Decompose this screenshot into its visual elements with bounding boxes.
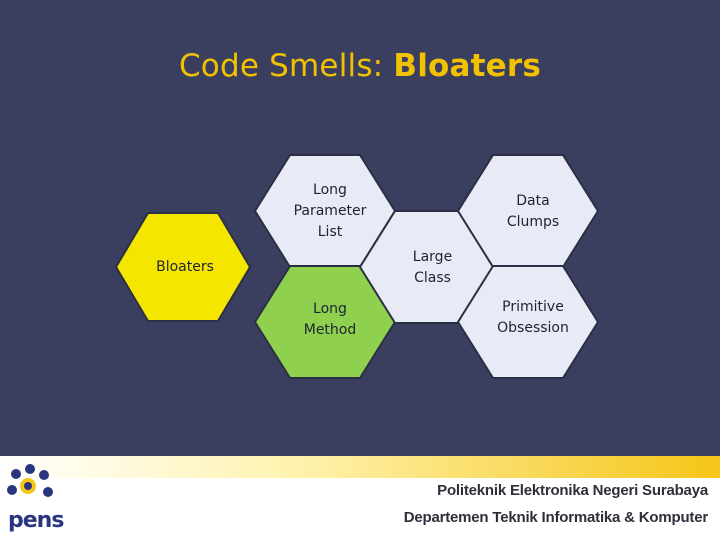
slide-title: Code Smells: Bloaters [178, 48, 542, 84]
department-name: Departemen Teknik Informatika & Komputer [403, 509, 708, 526]
hex-primitive-obsession-label: Primitive Obsession [497, 299, 569, 336]
hex-data-clumps-label: Data Clumps [506, 193, 560, 230]
pens-logo-icon [7, 464, 53, 497]
hex-large-class-label: Large Class [412, 249, 453, 286]
hex-bloaters [114, 212, 252, 322]
hex-long-method-label: Long Method [303, 301, 357, 338]
institution-name: Politeknik Elektronika Negeri Surabaya [437, 482, 708, 499]
hex-primitive-obsession [456, 265, 600, 379]
footer-stripe [0, 456, 720, 478]
hex-bloaters-label: Bloaters [156, 258, 214, 275]
hex-long-parameter-list-label: Long Parameter List [293, 181, 367, 240]
pens-logo-text: pens [8, 508, 64, 533]
